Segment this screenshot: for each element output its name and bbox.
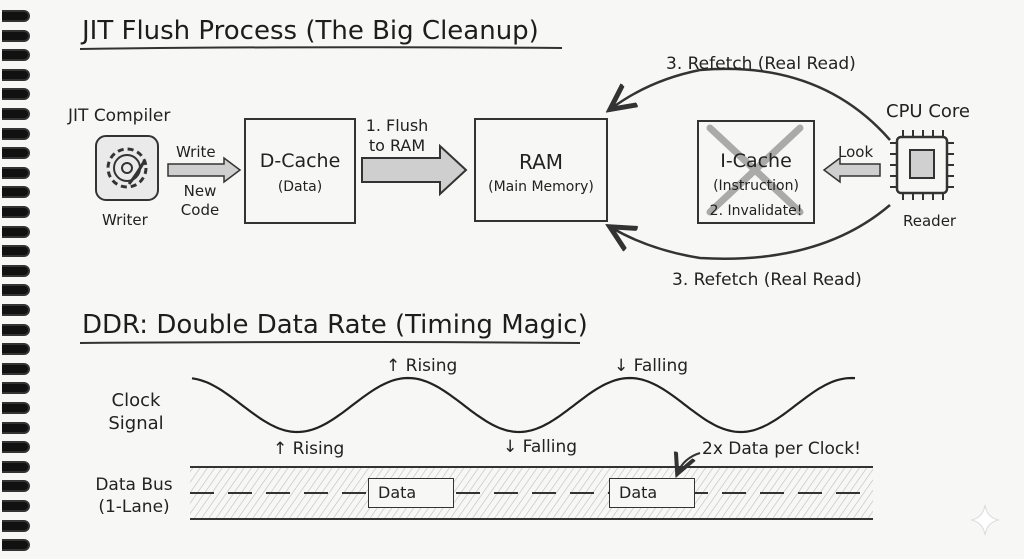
icache-title: I-Cache	[720, 150, 792, 172]
write-arrow	[167, 156, 242, 184]
ram-box: RAM (Main Memory)	[474, 118, 608, 222]
cross-icon	[706, 124, 804, 216]
new-code-label: New Code	[180, 182, 220, 219]
refetch-bottom-label: 3. Refetch (Real Read)	[672, 270, 862, 290]
rising-label-bottom: ↑ Rising	[273, 439, 345, 459]
writer-label: Writer	[102, 211, 148, 229]
refetch-top-arc	[612, 67, 891, 141]
spiral-ring	[2, 304, 30, 316]
spiral-ring	[2, 166, 30, 179]
data-packet-label: Data	[378, 483, 417, 502]
falling-label-bottom: ↓ Falling	[503, 437, 578, 457]
dcache-box: D-Cache (Data)	[244, 118, 356, 224]
spiral-ring	[2, 206, 30, 218]
refetch-bottom-arc	[612, 204, 891, 260]
spiral-ring	[2, 421, 30, 434]
spiral-binding	[0, 0, 34, 559]
spiral-ring	[2, 88, 30, 101]
refetch-top-label: 3. Refetch (Real Read)	[666, 54, 856, 74]
sparkle-icon	[970, 504, 1000, 536]
note-arrow	[678, 453, 701, 472]
chip-icon	[890, 130, 954, 200]
compiler-icon-box	[95, 135, 159, 201]
spiral-ring	[2, 519, 30, 532]
spiral-ring	[2, 343, 30, 356]
write-label: Write	[176, 143, 216, 161]
data-packet-rising: Data	[368, 478, 454, 508]
invalidate-label: 2. Invalidate!	[709, 203, 803, 219]
spiral-ring	[2, 127, 30, 140]
ddr-section-title: DDR: Double Data Rate (Timing Magic)	[82, 310, 588, 340]
spiral-ring	[2, 402, 30, 414]
spiral-ring	[2, 441, 30, 454]
ram-subtitle: (Main Memory)	[488, 179, 594, 195]
compiler-label: JIT Compiler	[68, 106, 171, 126]
spiral-ring	[2, 10, 30, 22]
spiral-ring	[2, 382, 30, 395]
data-bus-lane	[190, 467, 873, 519]
data-packet-falling: Data	[609, 478, 695, 508]
ram-title: RAM	[518, 150, 564, 174]
spiral-ring	[2, 480, 30, 493]
spiral-ring	[2, 500, 30, 512]
spiral-ring	[2, 245, 30, 258]
icache-box: I-Cache (Instruction) 2. Invalidate!	[697, 120, 815, 224]
icache-subtitle: (Instruction)	[713, 178, 799, 194]
spiral-ring	[2, 264, 30, 277]
cpu-core-label: CPU Core	[886, 101, 970, 122]
clock-wave	[191, 376, 856, 434]
jit-title-underline	[79, 46, 563, 50]
clock-signal-label: Clock Signal	[108, 390, 164, 434]
rising-label-top: ↑ Rising	[386, 356, 458, 376]
spiral-ring	[2, 147, 30, 160]
spiral-ring	[2, 49, 30, 62]
spiral-ring	[2, 460, 30, 473]
flush-label: 1. Flush to RAM	[365, 116, 429, 155]
spiral-ring	[2, 68, 30, 81]
jit-section-title: JIT Flush Process (The Big Cleanup)	[82, 16, 539, 46]
dcache-subtitle: (Data)	[277, 179, 323, 195]
spiral-ring	[2, 362, 30, 375]
spiral-ring	[2, 284, 30, 297]
spiral-ring	[2, 539, 30, 552]
spiral-ring	[2, 186, 30, 199]
look-label: Look	[838, 143, 874, 161]
look-arrow	[822, 156, 881, 184]
spiral-ring	[2, 323, 30, 336]
flush-arrow	[361, 143, 468, 197]
dcache-title: D-Cache	[259, 150, 341, 172]
spiral-ring	[2, 29, 30, 42]
ddr-title-underline	[79, 341, 581, 344]
gear-icon	[106, 147, 148, 189]
data-bus-label: Data Bus (1-Lane)	[95, 475, 173, 517]
falling-label-top: ↓ Falling	[614, 356, 689, 376]
spiral-ring	[2, 108, 30, 120]
double-data-note: 2x Data per Clock!	[702, 439, 861, 459]
reader-label: Reader	[903, 212, 957, 230]
spiral-ring	[2, 225, 30, 238]
data-packet-label: Data	[619, 483, 658, 502]
